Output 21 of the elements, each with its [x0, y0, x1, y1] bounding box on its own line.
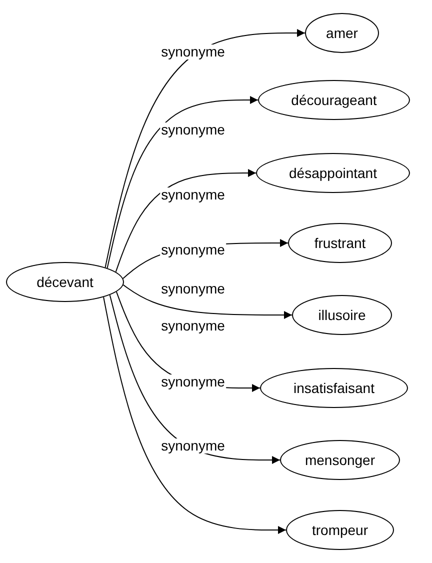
- arrow: [106, 96, 258, 269]
- edge-label: synonyme: [160, 188, 226, 202]
- arrow: [104, 29, 306, 268]
- term-text: insatisfaisant: [294, 380, 374, 396]
- term-text: décourageant: [291, 92, 377, 108]
- arrow: [115, 169, 256, 272]
- edge-label: synonyme: [160, 242, 226, 258]
- term-text: amer: [326, 25, 358, 41]
- term-text: illusoire: [318, 307, 366, 323]
- term-text: mensonger: [304, 452, 376, 468]
- term-text: désappointant: [289, 165, 377, 181]
- term-text: trompeur: [312, 522, 368, 538]
- term-text: frustrant: [314, 235, 366, 251]
- arrow: [103, 296, 286, 534]
- arrow: [122, 284, 292, 319]
- edge-label: synonyme: [160, 438, 226, 454]
- term-text: décevant: [36, 274, 94, 290]
- edge-label: synonyme: [160, 374, 226, 390]
- edge-label: synonyme: [160, 122, 226, 138]
- arrow: [109, 294, 280, 464]
- edge-label: synonyme: [160, 44, 226, 60]
